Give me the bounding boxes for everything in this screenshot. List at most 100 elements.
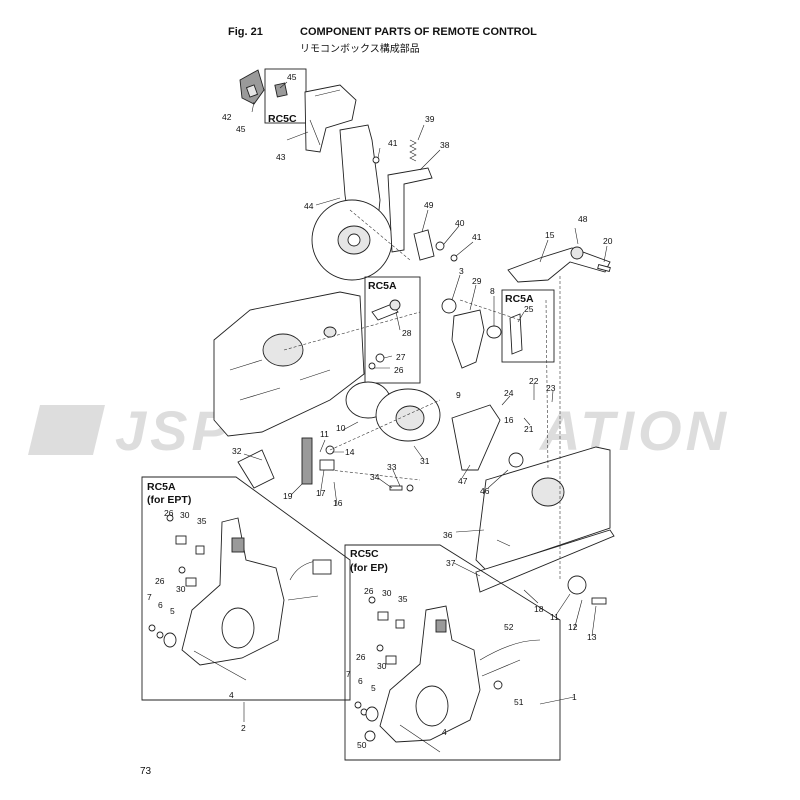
callout-35: 35 <box>197 516 207 526</box>
callout-26: 26 <box>394 365 404 375</box>
callout-5: 5 <box>371 683 376 693</box>
inset-rc5c-ep: RC5C (for EP) <box>344 544 561 761</box>
callout-11: 11 <box>320 429 329 439</box>
gears-and-plates <box>325 298 524 471</box>
callout-21: 21 <box>524 424 534 434</box>
callout-52: 52 <box>504 622 514 632</box>
callout-26: 26 <box>364 586 374 596</box>
callout-30: 30 <box>180 510 190 520</box>
page-number: 73 <box>140 766 152 777</box>
callout-25: 25 <box>524 304 534 314</box>
callout-4: 4 <box>442 727 447 737</box>
callout-36: 36 <box>443 530 453 540</box>
callout-3: 3 <box>459 266 464 276</box>
callout-10: 10 <box>336 423 346 433</box>
svg-text:ATION: ATION <box>538 399 730 462</box>
rc5a-inset-top-title: RC5A <box>368 280 397 292</box>
callout-32: 32 <box>232 446 242 456</box>
callout-8: 8 <box>490 286 495 296</box>
callout-11: 11 <box>550 612 559 622</box>
callout-23: 23 <box>546 383 556 393</box>
leader-lines <box>243 81 608 722</box>
callout-51: 51 <box>514 697 524 707</box>
callout-30: 30 <box>176 584 186 594</box>
callout-1: 1 <box>572 692 577 702</box>
callout-26: 26 <box>356 652 366 662</box>
cover-plate-36-37 <box>475 446 615 605</box>
callout-2: 2 <box>241 723 246 733</box>
callout-9: 9 <box>456 390 461 400</box>
callout-30: 30 <box>377 661 387 671</box>
callout-15: 15 <box>545 230 555 240</box>
callout-17: 17 <box>316 488 326 498</box>
rc5c-inset-top: RC5C <box>264 68 307 125</box>
callout-13: 13 <box>587 632 597 642</box>
svg-text:JSP: JSP <box>115 399 233 462</box>
callout-50: 50 <box>357 740 367 750</box>
callout-47: 47 <box>458 476 468 486</box>
callout-35: 35 <box>398 594 408 604</box>
neutral-lever-15-48-20 <box>507 246 611 283</box>
callout-37: 37 <box>446 558 456 568</box>
callout-16: 16 <box>504 415 514 425</box>
callout-12: 12 <box>568 622 578 632</box>
callout-39: 39 <box>425 114 435 124</box>
watermark-logo: JSP ATION <box>28 399 730 462</box>
rc5a-ept-title-line2: (for EPT) <box>147 494 191 506</box>
callout-33: 33 <box>387 462 397 472</box>
callout-40: 40 <box>455 218 465 228</box>
rc5a-ept-title-line1: RC5A <box>147 481 176 493</box>
callout-4: 4 <box>229 690 234 700</box>
rc5a-inset-top: RC5A <box>364 276 421 384</box>
callout-44: 44 <box>304 201 314 211</box>
callout-16: 16 <box>333 498 343 508</box>
callout-18: 18 <box>534 604 544 614</box>
callout-14: 14 <box>345 447 355 457</box>
callout-38: 38 <box>440 140 450 150</box>
rc5c-ep-title-line1: RC5C <box>350 548 379 560</box>
callout-30: 30 <box>382 588 392 598</box>
link-49-and-washers <box>413 229 458 262</box>
callout-41: 41 <box>472 232 482 242</box>
callout-7: 7 <box>147 592 152 602</box>
callout-34: 34 <box>370 472 380 482</box>
callout-26: 26 <box>164 508 174 518</box>
dashed-guides <box>283 209 561 580</box>
figure-title: COMPONENT PARTS OF REMOTE CONTROL <box>300 26 537 38</box>
callout-6: 6 <box>158 600 163 610</box>
callout-7: 7 <box>346 669 351 679</box>
rc5a-inset-right: RC5A <box>501 289 555 363</box>
housing-main <box>213 291 365 437</box>
callout-43: 43 <box>276 152 286 162</box>
callout-20: 20 <box>603 236 613 246</box>
callout-26: 26 <box>155 576 165 586</box>
callout-41: 41 <box>388 138 398 148</box>
lever-arm-44 <box>311 124 393 281</box>
callout-29: 29 <box>472 276 482 286</box>
figure-title-japanese: リモコンボックス構成部品 <box>300 44 420 55</box>
callout-6: 6 <box>358 676 363 686</box>
callout-45: 45 <box>287 72 297 82</box>
parts-17-19-32 <box>237 437 414 492</box>
callout-27: 27 <box>396 352 406 362</box>
callout-22: 22 <box>529 376 539 386</box>
callout-labels: 45 42 45 43 44 39 41 38 49 40 41 48 15 2… <box>147 72 613 750</box>
knob-cap-42 <box>239 69 265 105</box>
callout-48: 48 <box>578 214 588 224</box>
callout-46: 46 <box>480 486 490 496</box>
grip-43 <box>304 84 357 153</box>
callout-42: 42 <box>222 112 232 122</box>
callout-49: 49 <box>424 200 434 210</box>
callout-5: 5 <box>170 606 175 616</box>
callout-19: 19 <box>283 491 293 501</box>
callout-45: 45 <box>236 124 246 134</box>
callout-28: 28 <box>402 328 412 338</box>
inset-rc5a-ept: RC5A (for EPT) <box>141 476 351 701</box>
spring-39-and-bracket-38 <box>372 139 433 253</box>
rc5a-inset-right-title: RC5A <box>505 293 534 305</box>
figure-number: Fig. 21 <box>228 26 263 38</box>
callout-31: 31 <box>420 456 430 466</box>
callout-24: 24 <box>504 388 514 398</box>
